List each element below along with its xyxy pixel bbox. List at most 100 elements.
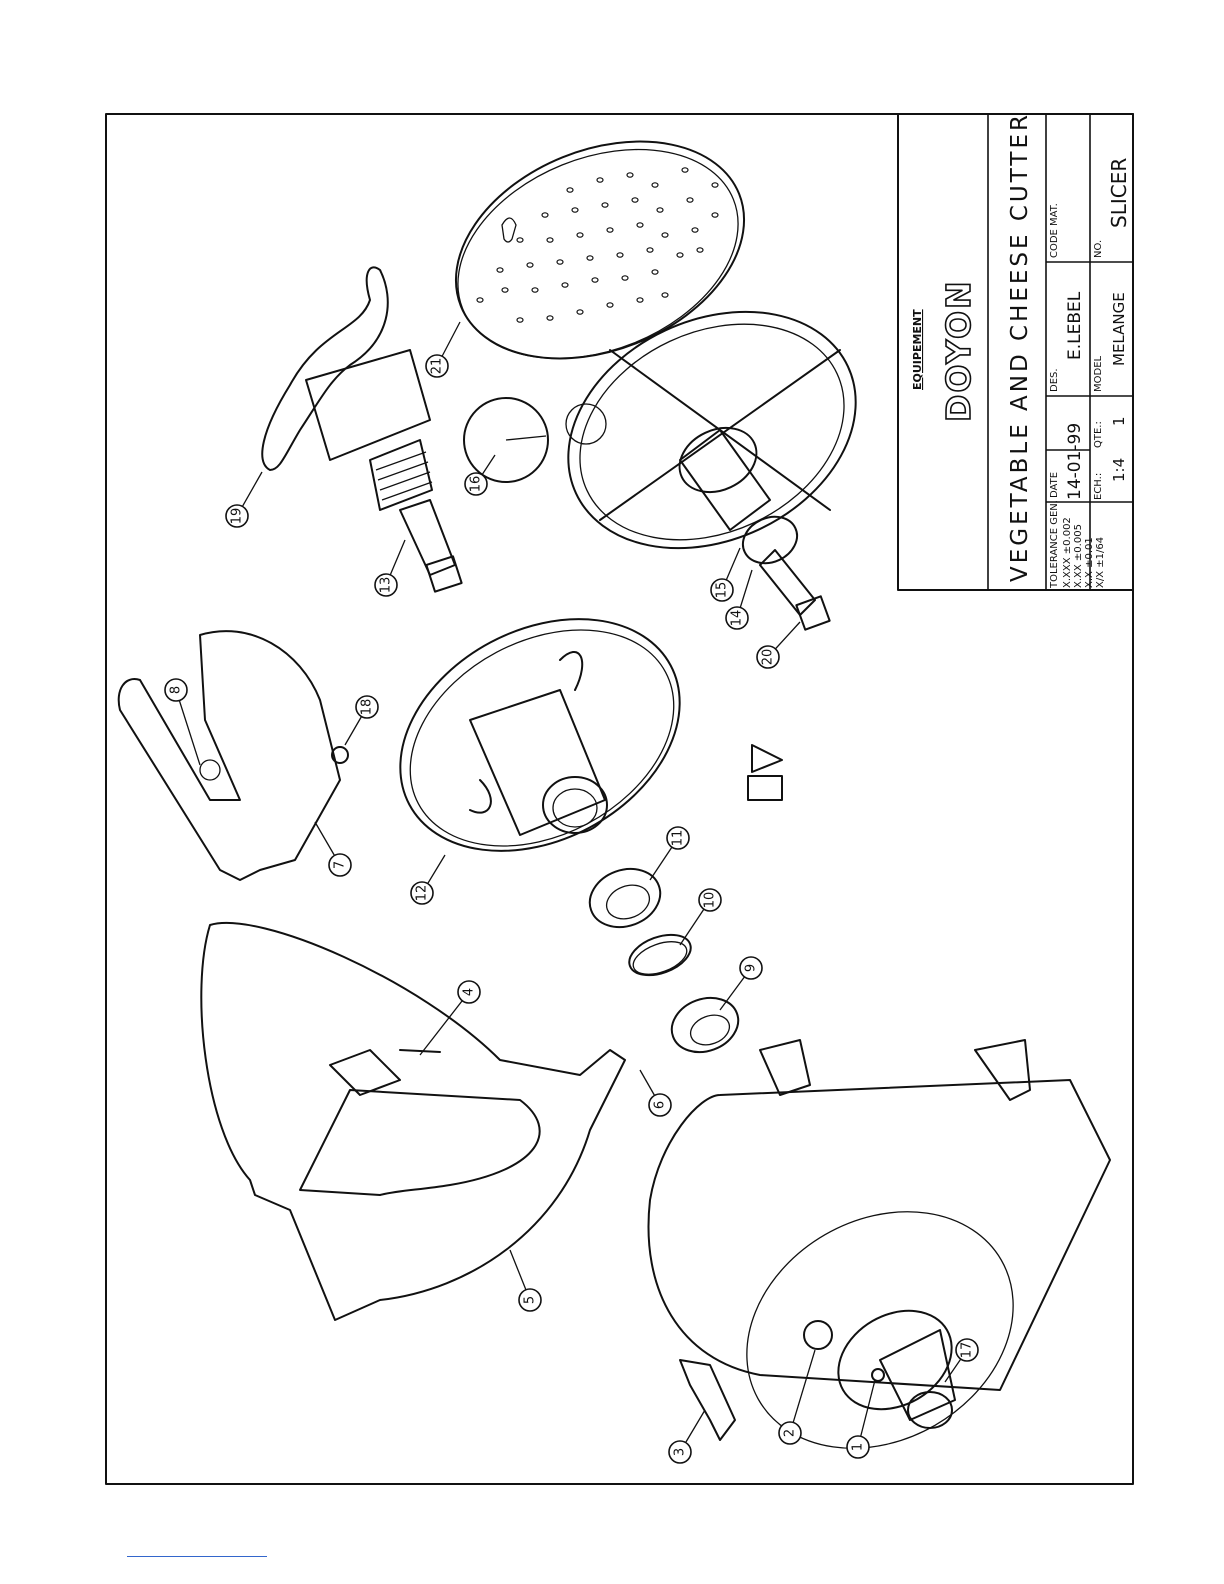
perforation-hole	[547, 238, 553, 242]
perforation-hole	[712, 183, 718, 187]
callout-9: 9	[720, 957, 762, 1010]
callout-13: 13	[375, 540, 405, 596]
callout-number: 3	[673, 1448, 688, 1456]
perforation-hole	[692, 228, 698, 232]
perforation-hole	[662, 293, 668, 297]
callout-7: 7	[315, 822, 351, 876]
brand-top-text: EQUIPEMENT	[911, 309, 924, 390]
perforation-hole	[637, 298, 643, 302]
callout-10: 10	[680, 889, 721, 945]
perforation-hole	[632, 198, 638, 202]
callout-number: 20	[761, 649, 776, 666]
callout-1: 1	[847, 1380, 875, 1458]
designer-label: DES.	[1049, 368, 1060, 392]
perforation-hole	[592, 278, 598, 282]
perforation-hole	[647, 248, 653, 252]
code-mat-label: CODE MAT.	[1049, 203, 1060, 258]
perforation-hole	[697, 248, 703, 252]
perforation-hole	[677, 253, 683, 257]
perforation-hole	[557, 260, 563, 264]
callout-number: 9	[744, 964, 759, 972]
qty-label: QTE.:	[1093, 421, 1104, 448]
part-small-lever	[680, 1360, 735, 1440]
part-rings	[582, 859, 746, 1061]
perforation-hole	[637, 223, 643, 227]
perforation-hole	[477, 298, 483, 302]
svg-text:X.XX ±0.005: X.XX ±0.005	[1073, 524, 1084, 588]
perforation-hole	[617, 253, 623, 257]
callout-number: 19	[230, 508, 245, 525]
callout-number: 8	[169, 686, 184, 694]
number-value: SLICER	[1107, 158, 1131, 228]
perforation-hole	[607, 228, 613, 232]
footer-rule	[127, 1556, 267, 1557]
perforation-hole	[572, 208, 578, 212]
svg-text:X/X ±1/64: X/X ±1/64	[1095, 537, 1106, 588]
callout-number: 2	[783, 1429, 798, 1437]
part-handle-shaft	[262, 267, 461, 591]
perforation-hole	[627, 173, 633, 177]
callout-number: 4	[462, 988, 477, 996]
number-label: NO.	[1093, 240, 1104, 258]
tol-key: X.XX	[1073, 564, 1084, 588]
svg-text:X.XXX ±0.002: X.XXX ±0.002	[1062, 517, 1073, 588]
tol-key: X.XXX	[1062, 557, 1073, 588]
perforation-hole	[517, 238, 523, 242]
callout-20: 20	[757, 622, 800, 668]
perforation-hole	[657, 208, 663, 212]
callout-11: 11	[650, 827, 689, 880]
part-grating-disc	[423, 101, 776, 399]
scale-value: 1:4	[1110, 458, 1128, 482]
tol-val: ±1/64	[1095, 537, 1106, 568]
tol-val: ±0.01	[1084, 537, 1095, 568]
process-symbol	[748, 745, 782, 800]
part-cover	[201, 923, 625, 1320]
perforation-hole	[577, 310, 583, 314]
perforation-hole	[532, 288, 538, 292]
model-label: MODEL	[1093, 355, 1104, 392]
callout-number: 1	[851, 1443, 866, 1451]
perforation-hole	[562, 283, 568, 287]
leader-line	[176, 690, 200, 765]
callout-number: 17	[960, 1342, 975, 1359]
part-housing	[648, 1040, 1110, 1495]
callout-number: 12	[415, 885, 430, 902]
leader-line	[790, 1350, 815, 1433]
perforation-hole	[687, 198, 693, 202]
drawing-border	[106, 114, 1133, 1484]
perforation-hole	[622, 276, 628, 280]
callout-number: 7	[333, 861, 348, 869]
scale-label: ECH.:	[1093, 473, 1104, 500]
tol-key: X.X	[1084, 571, 1095, 588]
part-lever-bracket	[119, 631, 348, 880]
callout-18: 18	[345, 696, 378, 745]
tol-key: X/X	[1095, 571, 1106, 588]
perforation-hole	[682, 168, 688, 172]
tol-val: ±0.005	[1073, 524, 1084, 561]
perforation-hole	[602, 203, 608, 207]
date-value: 14-01-99	[1065, 423, 1085, 500]
leader-line	[420, 992, 469, 1055]
date-label: DATE	[1049, 472, 1060, 498]
callout-number: 11	[671, 830, 686, 847]
perforation-hole	[652, 183, 658, 187]
callout-14: 14	[726, 570, 752, 629]
callout-number: 10	[703, 892, 718, 909]
perforation-hole	[497, 268, 503, 272]
callout-19: 19	[226, 472, 262, 527]
designer-value: E.LEBEL	[1065, 291, 1085, 360]
callout-6: 6	[640, 1070, 671, 1116]
perforation-hole	[607, 303, 613, 307]
perforation-hole	[662, 233, 668, 237]
tol-val: ±0.002	[1062, 517, 1073, 554]
callout-number: 16	[469, 476, 484, 493]
callout-number: 15	[715, 582, 730, 599]
perforation-hole	[547, 316, 553, 320]
brand-logo: DOYON	[939, 279, 978, 422]
callout-5: 5	[510, 1250, 541, 1311]
callout-number: 14	[730, 610, 745, 627]
part-hub-disc	[360, 573, 720, 897]
qty-value: 1	[1110, 416, 1128, 426]
